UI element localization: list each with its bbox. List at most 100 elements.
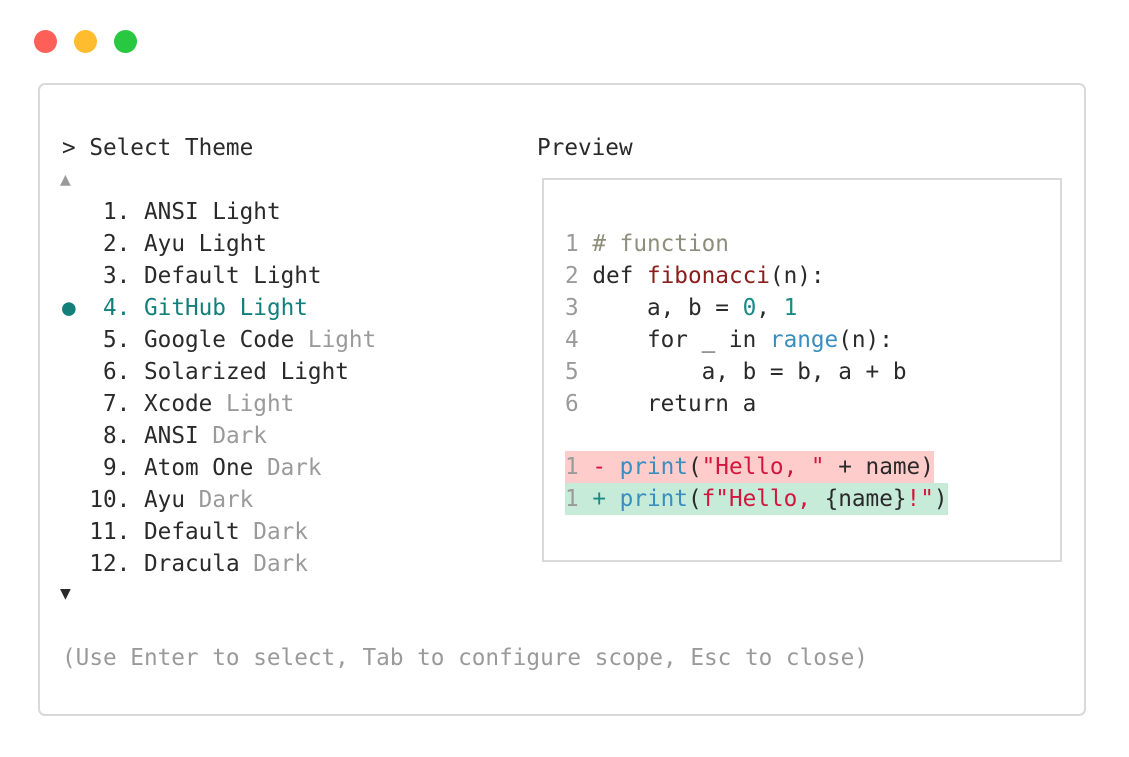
theme-variant: Dark xyxy=(253,551,308,577)
selected-marker-icon xyxy=(62,487,76,513)
theme-item[interactable]: 12. Dracula Dark xyxy=(62,548,308,580)
scroll-up-icon[interactable]: ▲ xyxy=(60,169,71,190)
code-line: 4 for _ in range(n): xyxy=(565,324,893,356)
code-line: 6 return a xyxy=(565,388,756,420)
theme-name: ANSI xyxy=(144,423,199,449)
line-number: 6 xyxy=(565,391,579,417)
theme-item[interactable]: 1. ANSI Light xyxy=(62,196,281,228)
theme-name: Xcode xyxy=(144,391,213,417)
code-token: ( xyxy=(687,486,702,512)
code-token: , xyxy=(756,295,784,321)
theme-number: 3. xyxy=(89,263,131,289)
code-token: f"Hello, xyxy=(701,486,825,512)
theme-item[interactable]: ● 4. GitHub Light xyxy=(62,292,308,324)
line-number: 2 xyxy=(565,263,579,289)
diff-line-added: 1 + print(f"Hello, {name}!") xyxy=(565,483,948,515)
theme-item[interactable]: 9. Atom One Dark xyxy=(62,452,322,484)
theme-variant: Light xyxy=(239,295,308,321)
code-token: 0 xyxy=(742,295,757,321)
theme-number: 5. xyxy=(89,327,131,353)
code-token: print xyxy=(619,486,688,512)
theme-name: Atom One xyxy=(144,455,254,481)
diff-line-removed: 1 - print("Hello, " + name) xyxy=(565,451,934,483)
selected-marker-icon xyxy=(62,359,76,385)
theme-variant: Light xyxy=(225,391,295,417)
dialog-title: > Select Theme xyxy=(62,135,254,161)
scroll-down-icon[interactable]: ▼ xyxy=(60,583,71,604)
code-token: + name) xyxy=(824,454,934,480)
selected-marker-icon xyxy=(62,263,76,289)
selected-marker-icon xyxy=(62,423,76,449)
theme-variant: Dark xyxy=(198,487,254,513)
theme-item[interactable]: 3. Default Light xyxy=(62,260,322,292)
theme-variant: Light xyxy=(212,199,281,225)
close-window-button[interactable] xyxy=(34,30,57,53)
code-token: "Hello, " xyxy=(701,454,825,480)
theme-number: 11. xyxy=(89,519,131,545)
theme-variant: Dark xyxy=(253,519,308,545)
theme-item[interactable]: 7. Xcode Light xyxy=(62,388,294,420)
help-hint: (Use Enter to select, Tab to configure s… xyxy=(62,645,868,671)
theme-number: 12. xyxy=(89,551,131,577)
theme-name: ANSI xyxy=(144,199,199,225)
theme-number: 9. xyxy=(89,455,131,481)
code-line: 3 a, b = 0, 1 xyxy=(565,292,797,324)
theme-number: 1. xyxy=(89,199,131,225)
code-line: 5 a, b = b, a + b xyxy=(565,356,907,388)
line-number: 4 xyxy=(565,327,579,353)
selected-marker-icon xyxy=(62,551,76,577)
code-token: range xyxy=(769,327,839,353)
code-token: 1 xyxy=(783,295,798,321)
theme-variant: Dark xyxy=(212,423,267,449)
preview-title: Preview xyxy=(537,135,633,161)
selected-marker-icon xyxy=(62,327,76,353)
theme-item[interactable]: 5. Google Code Light xyxy=(62,324,376,356)
theme-number: 10. xyxy=(89,487,131,513)
code-token: !" xyxy=(906,486,934,512)
theme-variant: Light xyxy=(198,231,267,257)
minimize-window-button[interactable] xyxy=(74,30,97,53)
preview-panel xyxy=(542,178,1062,562)
selected-marker-icon xyxy=(62,231,76,257)
theme-item[interactable]: 2. Ayu Light xyxy=(62,228,267,260)
line-number: 5 xyxy=(565,359,579,385)
selected-marker-icon xyxy=(62,391,76,417)
line-number: 1 xyxy=(565,486,579,512)
line-number: 3 xyxy=(565,295,579,321)
selected-marker-icon: ● xyxy=(62,295,76,321)
code-line: 1 # function xyxy=(565,228,729,260)
code-token: ( xyxy=(687,454,702,480)
code-token: for _ in xyxy=(592,327,770,353)
code-token: + xyxy=(592,486,620,512)
code-token: (n): xyxy=(838,327,893,353)
code-token: (n): xyxy=(769,263,825,289)
theme-item[interactable]: 10. Ayu Dark xyxy=(62,484,253,516)
theme-name: Solarized xyxy=(144,359,267,385)
theme-number: 2. xyxy=(89,231,131,257)
theme-variant: Light xyxy=(253,263,322,289)
code-token: ) xyxy=(933,486,948,512)
selected-marker-icon xyxy=(62,455,76,481)
theme-item[interactable]: 6. Solarized Light xyxy=(62,356,349,388)
theme-name: Google Code xyxy=(144,327,295,353)
theme-name: Default xyxy=(144,519,240,545)
theme-name: Default xyxy=(144,263,240,289)
theme-item[interactable]: 8. ANSI Dark xyxy=(62,420,267,452)
code-token: def xyxy=(592,263,647,289)
code-token: - xyxy=(592,454,620,480)
code-token: fibonacci xyxy=(646,263,770,289)
selected-marker-icon xyxy=(62,199,76,225)
line-number: 1 xyxy=(565,231,579,257)
theme-name: Ayu xyxy=(144,487,185,513)
code-token: # function xyxy=(592,231,729,257)
maximize-window-button[interactable] xyxy=(114,30,137,53)
theme-name: Ayu xyxy=(144,231,185,257)
theme-variant: Dark xyxy=(266,455,322,481)
theme-item[interactable]: 11. Default Dark xyxy=(62,516,308,548)
theme-name: Dracula xyxy=(144,551,240,577)
theme-number: 8. xyxy=(89,423,131,449)
code-token: {name} xyxy=(824,486,907,512)
theme-number: 6. xyxy=(89,359,131,385)
line-number: 1 xyxy=(565,454,579,480)
code-token: return a xyxy=(592,391,757,417)
